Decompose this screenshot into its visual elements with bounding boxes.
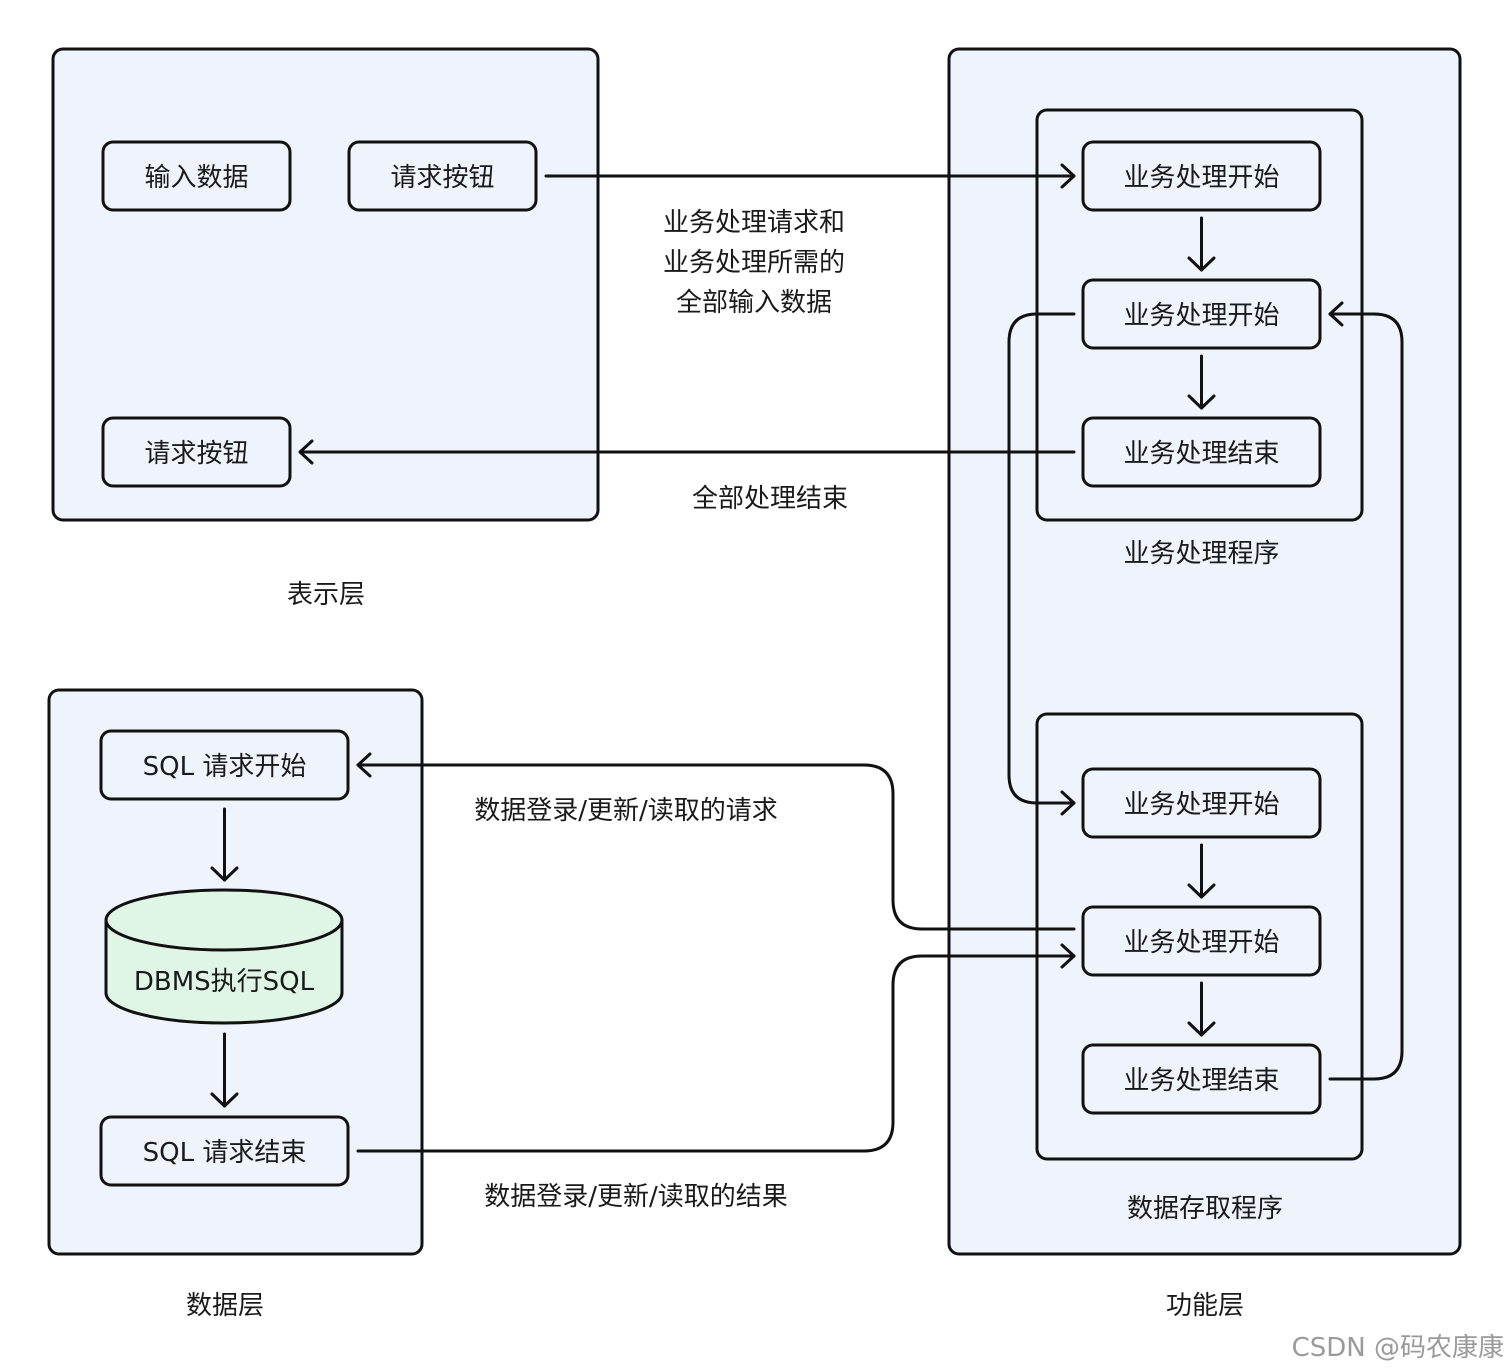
arrow-data-result — [356, 954, 1076, 1153]
data-access-start-2-label: 业务处理开始 — [1123, 928, 1279, 958]
arrow-business-end-to-presentation-head — [298, 439, 314, 465]
arrow-business-to-data-access-head — [1060, 790, 1076, 816]
data-access-start-2-box[interactable] — [1081, 905, 1322, 977]
request-button-bottom-label: 请求按钮 — [144, 439, 248, 469]
watermark: CSDN @码农康康 — [1292, 1333, 1504, 1363]
business-program-caption: 业务处理程序 — [1123, 539, 1279, 569]
request-button-top-box[interactable] — [347, 140, 538, 212]
presentation-layer-caption: 表示层 — [287, 580, 365, 610]
data-access-end-label: 业务处理结束 — [1123, 1066, 1279, 1096]
edge-label-request-line1: 业务处理请求和 — [663, 208, 845, 238]
arrow-data-access-return — [1328, 312, 1404, 1081]
business-start-2-label: 业务处理开始 — [1123, 301, 1279, 331]
arrow-dstart2-to-dend-head — [1187, 1021, 1216, 1037]
request-button-top-label: 请求按钮 — [390, 163, 494, 193]
edge-label-all-done: 全部处理结束 — [692, 484, 848, 514]
arrow-bstart1-to-bstart2-head — [1187, 256, 1216, 272]
arrow-data-request-head — [356, 752, 372, 778]
edge-label-data-request: 数据登录/更新/读取的请求 — [474, 796, 778, 826]
data-access-program-caption: 数据存取程序 — [1127, 1194, 1283, 1224]
input-data-box[interactable] — [101, 140, 292, 212]
business-end-label: 业务处理结束 — [1123, 439, 1279, 469]
function-layer-caption: 功能层 — [1166, 1291, 1244, 1321]
dbms-label: DBMS执行SQL — [134, 967, 315, 997]
sql-start-label: SQL 请求开始 — [143, 752, 307, 782]
arrow-bstart2-to-bend-head — [1187, 394, 1216, 410]
arrow-data-request — [356, 763, 1076, 931]
business-start-1-box[interactable] — [1081, 140, 1322, 212]
request-button-bottom-box[interactable] — [101, 416, 292, 488]
arrow-sqlstart-to-dbms-head — [210, 866, 239, 882]
function-layer-panel — [947, 47, 1462, 1256]
arrow-data-result-head — [1060, 943, 1076, 969]
arrow-business-to-data-access — [1007, 312, 1076, 805]
edge-label-request-line3: 全部输入数据 — [676, 288, 832, 318]
dbms-cylinder-top — [104, 888, 344, 952]
data-access-start-1-label: 业务处理开始 — [1123, 790, 1279, 820]
input-data-label: 输入数据 — [144, 163, 248, 193]
edge-label-data-result: 数据登录/更新/读取的结果 — [484, 1182, 788, 1212]
arrow-dstart1-to-dstart2-head — [1187, 883, 1216, 899]
arrow-data-access-return-head — [1328, 301, 1344, 327]
business-start-2-box[interactable] — [1081, 278, 1322, 350]
sql-end-label: SQL 请求结束 — [143, 1138, 307, 1168]
business-end-box[interactable] — [1081, 416, 1322, 488]
business-start-1-label: 业务处理开始 — [1123, 163, 1279, 193]
sql-start-box[interactable] — [99, 729, 350, 801]
edge-label-request-line2: 业务处理所需的 — [663, 248, 845, 278]
sql-end-box[interactable] — [99, 1115, 350, 1187]
data-access-start-1-box[interactable] — [1081, 767, 1322, 839]
data-access-end-box[interactable] — [1081, 1043, 1322, 1115]
data-access-program-group — [1035, 712, 1364, 1161]
arrow-dbms-to-sqlend-head — [210, 1092, 239, 1108]
arrow-request-to-business-head — [1060, 163, 1076, 189]
data-layer-caption: 数据层 — [186, 1291, 264, 1321]
